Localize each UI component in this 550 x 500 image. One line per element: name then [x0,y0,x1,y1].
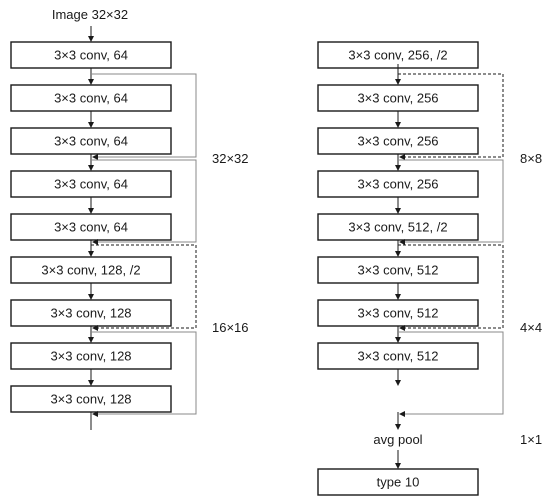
size-label-8x8: 8×8 [520,151,542,166]
skip-connection [91,73,197,160]
right-conv-box: 3×3 conv, 512, /2 [317,213,479,241]
left-conv-label: 3×3 conv, 64 [54,134,128,149]
right-conv-label: 3×3 conv, 256 [357,134,438,149]
skip-connection [398,331,504,417]
right-conv-label: 3×3 conv, 256 [357,91,438,106]
left-conv-label: 3×3 conv, 128 [50,392,131,407]
left-conv-label: 3×3 conv, 128 [50,349,131,364]
left-conv-box: 3×3 conv, 128 [10,342,172,370]
size-label-16x16: 16×16 [212,320,249,335]
right-conv-box: 3×3 conv, 512 [317,256,479,284]
right-conv-box: 3×3 conv, 256 [317,84,479,112]
right-conv-box: 3×3 conv, 512 [317,299,479,327]
input-label: Image 32×32 [52,7,128,22]
output-label: type 10 [377,475,420,490]
left-conv-box: 3×3 conv, 64 [10,84,172,112]
left-conv-box: 3×3 conv, 64 [10,41,172,69]
left-conv-label: 3×3 conv, 64 [54,177,128,192]
skip-connection [398,159,504,245]
left-conv-box: 3×3 conv, 64 [10,213,172,241]
right-conv-label: 3×3 conv, 256 [357,177,438,192]
right-conv-box: 3×3 conv, 256, /2 [317,41,479,69]
left-conv-label: 3×3 conv, 64 [54,48,128,63]
left-conv-box: 3×3 conv, 128 [10,299,172,327]
right-conv-box: 3×3 conv, 512 [317,342,479,370]
right-conv-label: 3×3 conv, 512 [357,306,438,321]
left-conv-label: 3×3 conv, 64 [54,220,128,235]
avg-pool-label: avg pool [373,432,422,447]
right-conv-label: 3×3 conv, 512 [357,263,438,278]
left-conv-label: 3×3 conv, 64 [54,91,128,106]
output-box: type 10 [317,468,479,496]
right-conv-box: 3×3 conv, 256 [317,127,479,155]
left-conv-box: 3×3 conv, 64 [10,127,172,155]
skip-connection [91,331,197,417]
left-conv-label: 3×3 conv, 128 [50,306,131,321]
skip-connection [91,159,197,245]
size-label-32x32: 32×32 [212,151,249,166]
projection-shortcut [398,244,504,331]
right-conv-label: 3×3 conv, 512 [357,349,438,364]
left-conv-box: 3×3 conv, 64 [10,170,172,198]
right-conv-label: 3×3 conv, 512, /2 [348,220,447,235]
projection-shortcut [91,244,197,331]
size-label-1x1: 1×1 [520,432,542,447]
left-conv-box: 3×3 conv, 128 [10,385,172,413]
left-conv-box: 3×3 conv, 128, /2 [10,256,172,284]
right-conv-box: 3×3 conv, 256 [317,170,479,198]
size-label-4x4: 4×4 [520,320,542,335]
projection-shortcut [398,73,504,160]
right-conv-label: 3×3 conv, 256, /2 [348,48,447,63]
left-conv-label: 3×3 conv, 128, /2 [41,263,140,278]
